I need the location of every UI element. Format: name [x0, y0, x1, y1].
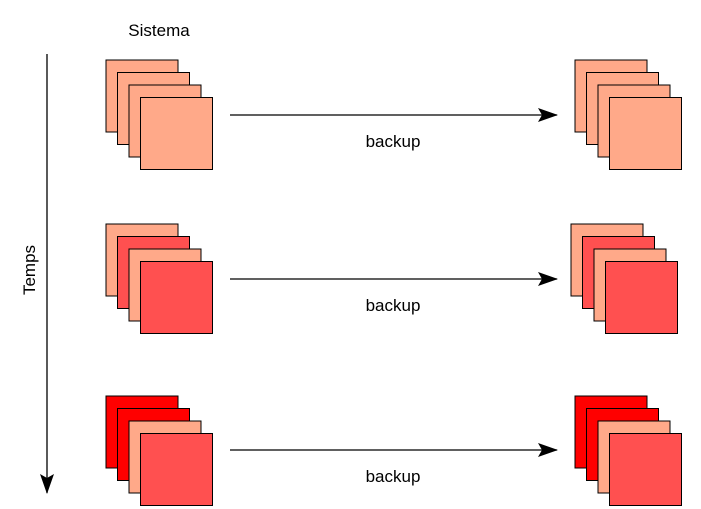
backup-arrow-label: backup	[366, 132, 421, 151]
file-square	[140, 261, 213, 334]
backup-arrow-label: backup	[366, 296, 421, 315]
backup-row: backup	[105, 223, 678, 334]
backup-file-stack	[574, 395, 682, 506]
source-file-stack	[105, 395, 213, 506]
backup-file-stack	[574, 59, 682, 170]
source-file-stack	[105, 59, 213, 170]
backup-row: backup	[105, 395, 682, 506]
file-square	[609, 97, 682, 170]
time-axis-label: Temps	[20, 245, 39, 295]
file-square	[609, 433, 682, 506]
system-title: Sistema	[128, 21, 190, 40]
file-square	[140, 97, 213, 170]
file-square	[605, 261, 678, 334]
backup-arrow-label: backup	[366, 467, 421, 486]
file-square	[140, 433, 213, 506]
backup-file-stack	[570, 223, 678, 334]
source-file-stack	[105, 223, 213, 334]
backup-row: backup	[105, 59, 682, 170]
